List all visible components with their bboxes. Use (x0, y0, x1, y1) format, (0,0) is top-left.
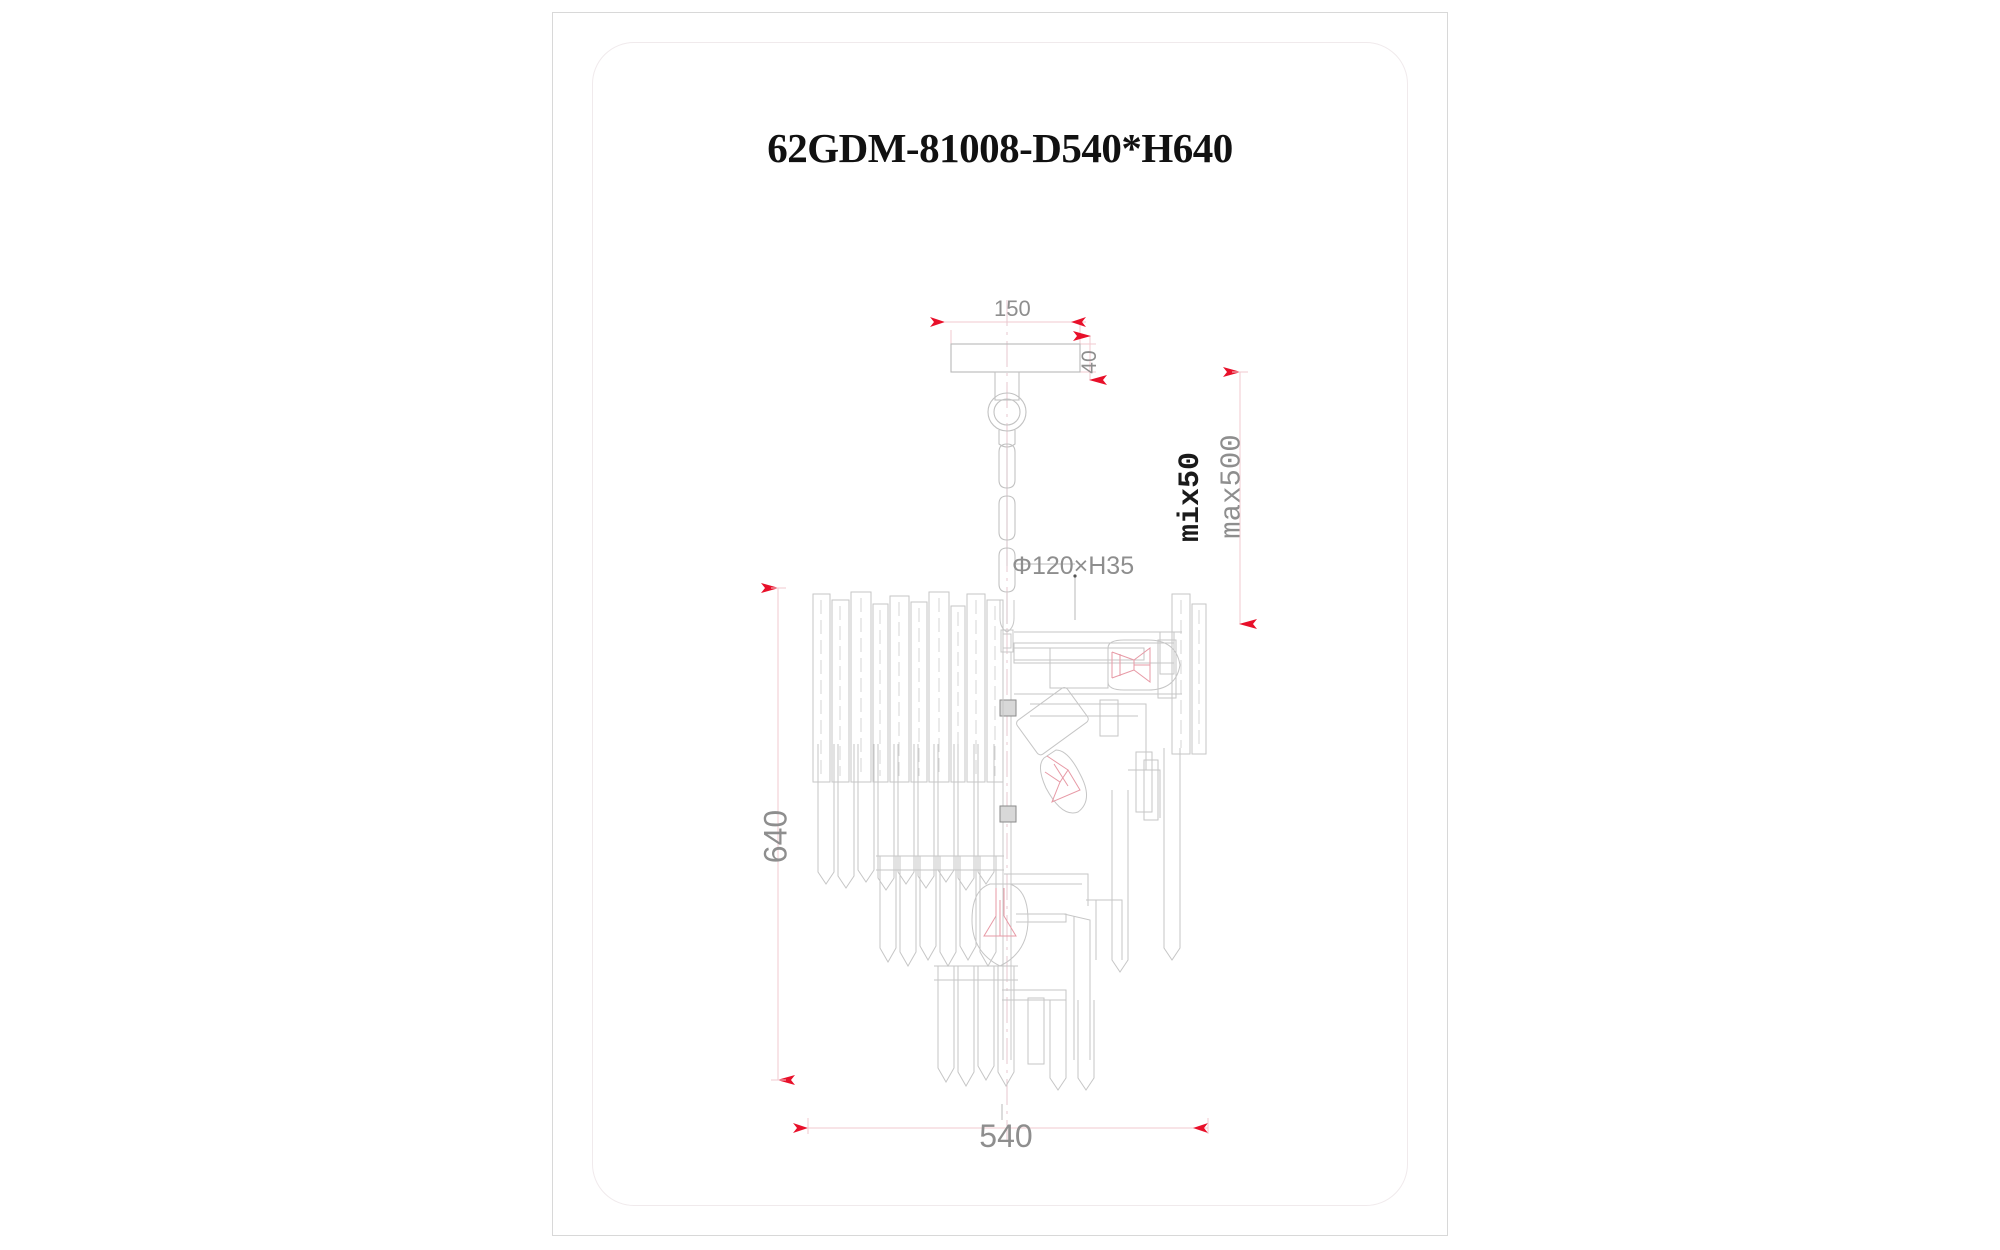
crystal-tier-2-left (817, 744, 995, 891)
support-fins (1049, 748, 1181, 1091)
bulb-filament-mid (1044, 755, 1081, 803)
dimension-label-canopy-width: 150 (994, 296, 1031, 321)
hanging-ring (987, 371, 1027, 448)
dimension-canopy-width (930, 317, 1086, 352)
chain-links (998, 443, 1016, 624)
canopy-plate (950, 343, 1081, 373)
crystal-tier-4 (934, 965, 1018, 1088)
dimension-label-fixture-height: 640 (757, 809, 794, 864)
page-title: 62GDM-81008-D540*H640 (767, 125, 1233, 171)
dimension-label-drop-max: max500 (1215, 434, 1249, 539)
crystal-tier-1-right (1159, 593, 1207, 755)
lamp-arm-lower (1002, 759, 1159, 1065)
dimension-label-canopy-height: 40 (1078, 350, 1101, 374)
crystal-tier-1-left (812, 591, 1004, 783)
outer-frame-border (552, 12, 1448, 1236)
dimension-fixture-diameter (793, 1104, 1209, 1134)
lamp-arm-mid (1016, 687, 1161, 818)
dimension-fixture-height (761, 583, 795, 1085)
bulb-lower (971, 883, 1029, 967)
bulb-filament-lower (983, 888, 1017, 937)
crystal-tier-3 (876, 855, 1004, 968)
dimension-label-drop-min: mix50 (1174, 452, 1208, 543)
chain-spec-leader (1016, 563, 1077, 620)
dimension-label-fixture-diameter: 540 (979, 1118, 1033, 1154)
lamp-arm-upper (1013, 631, 1182, 699)
inner-frame-border (592, 42, 1408, 1206)
dimension-drop-range (1223, 367, 1257, 629)
bulb-mid (1040, 749, 1087, 814)
bulb-filament-upper (1111, 647, 1151, 683)
bulb-upper (1107, 639, 1181, 691)
dimension-label-chain-spec: Φ120×H35 (1012, 552, 1135, 580)
